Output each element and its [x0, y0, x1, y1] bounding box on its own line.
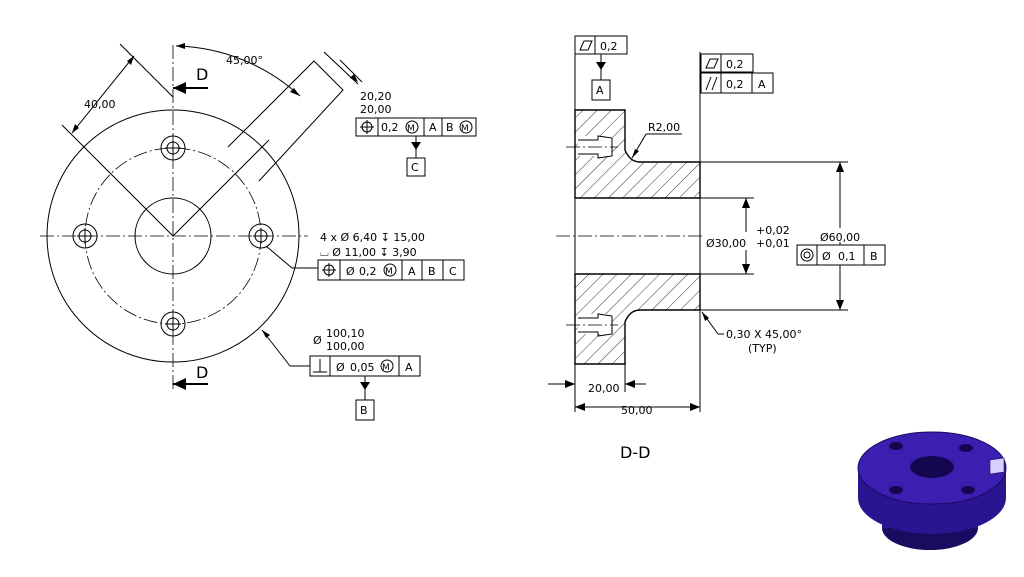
iso-model	[857, 431, 1007, 550]
fcf-keyway-datum-a: A	[429, 121, 437, 134]
section-arrow-top: D	[173, 65, 208, 94]
dim-od	[700, 161, 872, 311]
dim-bore	[700, 197, 794, 275]
dim-keyway-width-lower: 20,00	[360, 103, 392, 116]
keyway-reference-line	[91, 154, 174, 237]
dim-radius: R2,00	[648, 121, 680, 134]
bolt-hole-bottom	[160, 311, 186, 337]
fcf-concentricity: Ø 0,1 B	[796, 244, 886, 266]
bolt-hole-top	[160, 135, 186, 161]
fcf-holes-datum-c: C	[449, 265, 457, 278]
outer-circle	[46, 109, 300, 363]
angle-arc	[175, 45, 301, 97]
svg-text:M: M	[382, 363, 390, 373]
front-view: 40,00 45,00° 20,20 20,00 0,2 M A B M	[40, 43, 477, 421]
fcf-concentric-datum: B	[870, 250, 878, 263]
datum-c-symbol: C	[406, 136, 426, 177]
dim-flange-thickness	[548, 380, 646, 388]
dim-total-label: 50,00	[621, 404, 653, 417]
fcf-perpendicularity: Ø 0,05 M A	[309, 355, 421, 377]
datum-a-label: A	[596, 84, 604, 97]
fcf-perp-tolerance: 0,05	[350, 361, 375, 374]
dim-outer-dia-prefix: Ø	[313, 334, 322, 347]
fcf-concentric-dia: Ø	[822, 250, 831, 263]
fcf-parallelism: 0,2 A	[700, 72, 774, 94]
bolt-holes	[72, 135, 274, 337]
svg-text:M: M	[385, 267, 393, 277]
bore-circle	[134, 197, 212, 275]
fcf-concentric-tolerance: 0,1	[838, 250, 856, 263]
section-view-title: D-D	[620, 443, 650, 462]
keyway-slot	[227, 60, 344, 182]
section-view: 0,2 A 0,2 0,2 A R2,00	[548, 35, 886, 462]
fcf-holes: Ø 0,2 M A B C	[317, 259, 465, 281]
fcf-holes-datum-b: B	[428, 265, 436, 278]
fcf-parallelism-datum: A	[758, 78, 766, 91]
keyway-axis-line	[172, 139, 270, 237]
dim-od-label: Ø60,00	[820, 231, 860, 244]
dim-total-length	[575, 403, 700, 411]
fcf-holes-dia: Ø	[346, 265, 355, 278]
dim-outer-upper: 100,10	[326, 327, 365, 340]
fcf-flatness-top: 0,2	[574, 35, 628, 55]
dim-keyway-depth	[61, 43, 174, 156]
dim-flange-label: 20,00	[588, 382, 620, 395]
chamfer-note: 0,30 X 45,00°	[726, 328, 802, 341]
datum-a-symbol: A	[591, 54, 611, 101]
chamfer-typ: (TYP)	[748, 342, 777, 355]
fcf-keyway: 0,2 M A B M	[355, 117, 477, 137]
fcf-flatness-top-tolerance: 0,2	[600, 40, 618, 53]
datum-b-label: B	[360, 404, 368, 417]
hole-note-line1: 4 x Ø 6,40 ↧ 15,00	[320, 231, 425, 244]
section-label-bottom: D	[196, 363, 208, 382]
datum-c-label: C	[411, 161, 419, 174]
bolt-hole-left	[72, 223, 98, 249]
fcf-holes-datum-a: A	[408, 265, 416, 278]
svg-text:M: M	[461, 124, 469, 134]
dim-keyway-width-upper: 20,20	[360, 90, 392, 103]
fcf-holes-tolerance: 0,2	[359, 265, 377, 278]
fcf-parallelism-tolerance: 0,2	[726, 78, 744, 91]
mmc-symbol: M	[407, 124, 415, 134]
dim-bore-tol-plus: +0,02	[756, 224, 790, 237]
datum-b-symbol: B	[355, 376, 375, 421]
fcf-perp-datum-a: A	[405, 361, 413, 374]
dim-outer-lower: 100,00	[326, 340, 365, 353]
dim-bore-label: Ø30,00	[706, 237, 746, 250]
dim-bore-tol-minus: +0,01	[756, 237, 790, 250]
fcf-keyway-datum-b: B	[446, 121, 454, 134]
fcf-perp-dia: Ø	[336, 361, 345, 374]
section-lower-hatch	[574, 273, 701, 365]
fcf-flatness-right-tolerance: 0,2	[726, 58, 744, 71]
fcf-keyway-tolerance: 0,2	[381, 121, 399, 134]
dim-angle-label: 45,00°	[226, 54, 263, 67]
section-label-top: D	[196, 65, 208, 84]
dim-keyway-label: 40,00	[84, 98, 116, 111]
bolt-hole-right	[248, 223, 274, 249]
fcf-flatness-right: 0,2	[700, 53, 754, 73]
hole-note-line2: ⌴ Ø 11,00 ↧ 3,90	[320, 246, 417, 259]
section-arrow-bottom: D	[173, 363, 208, 390]
